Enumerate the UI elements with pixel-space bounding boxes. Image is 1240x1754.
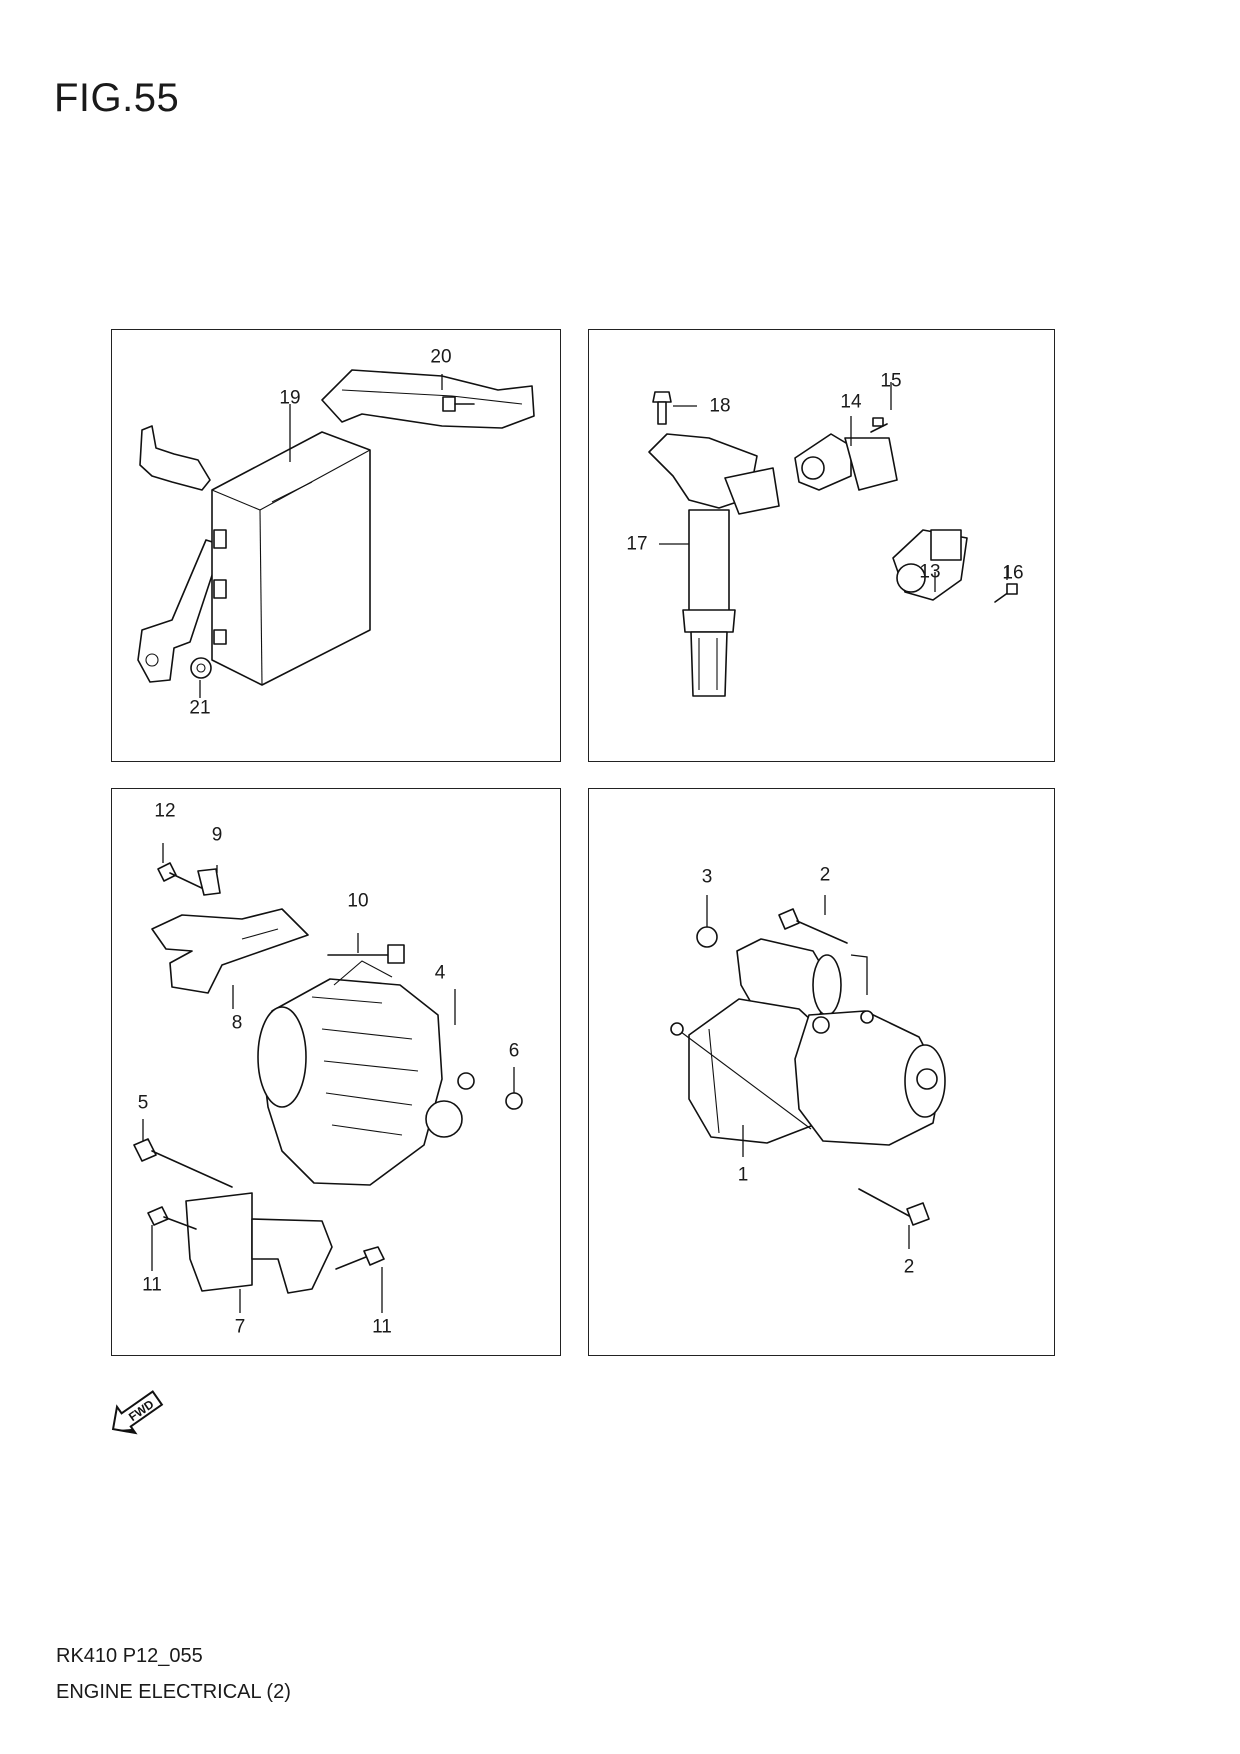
panel-starter: 3 2 1 2 [588, 788, 1055, 1356]
callout-6: 6 [508, 1040, 520, 1062]
callout-1: 1 [737, 1164, 749, 1186]
callout-9: 9 [211, 824, 223, 846]
callout-4: 4 [434, 962, 446, 984]
alternator-drawing [133, 843, 523, 1313]
panel-ecu: 19 20 21 [111, 329, 561, 762]
ecu-drawing [137, 369, 535, 698]
callout-7: 7 [234, 1316, 246, 1338]
callout-17: 17 [626, 533, 648, 555]
starter-drawing [670, 895, 946, 1249]
figure-title: FIG.55 [54, 76, 180, 120]
footer-section: ENGINE ELECTRICAL (2) [56, 1681, 291, 1703]
callout-13: 13 [919, 561, 941, 583]
callout-16: 16 [1002, 562, 1024, 584]
fwd-arrow-icon: FWD [111, 1390, 164, 1435]
callout-18: 18 [709, 395, 731, 417]
callout-19: 19 [279, 387, 301, 409]
callout-8: 8 [231, 1012, 243, 1034]
callout-12: 12 [154, 800, 176, 822]
ignition-drawing [648, 382, 1018, 697]
footer-code: RK410 P12_055 [56, 1645, 203, 1667]
callout-15: 15 [880, 370, 902, 392]
panel-ignition: 18 14 15 17 13 16 [588, 329, 1055, 762]
callout-3: 3 [701, 866, 713, 888]
callout-2-bottom: 2 [903, 1256, 915, 1278]
callout-11-right: 11 [372, 1316, 392, 1338]
callout-11-left: 11 [142, 1274, 162, 1296]
callout-10: 10 [347, 890, 369, 912]
callout-5: 5 [137, 1092, 149, 1114]
callout-2-top: 2 [819, 864, 831, 886]
callout-20: 20 [430, 346, 452, 368]
callout-14: 14 [840, 391, 862, 413]
callout-21: 21 [189, 697, 211, 719]
panel-alternator: 12 9 10 4 8 6 5 11 7 11 [111, 788, 561, 1356]
